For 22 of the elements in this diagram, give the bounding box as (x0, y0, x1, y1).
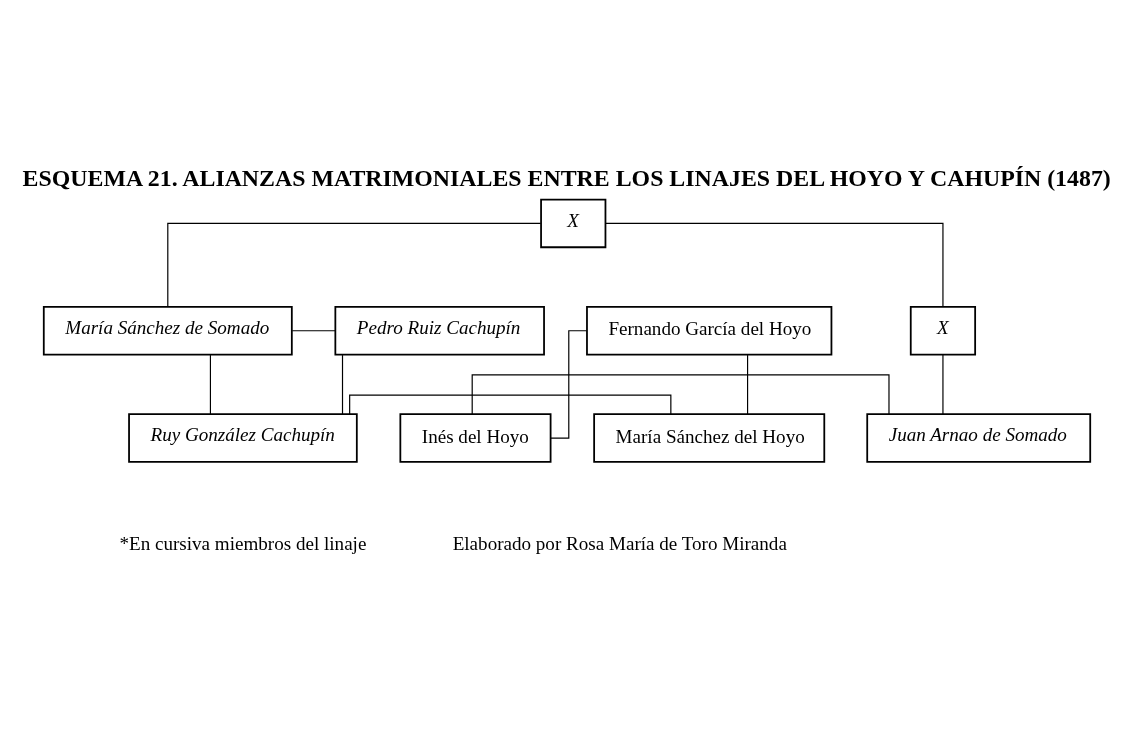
connector (291, 330, 336, 332)
label: *En cursiva miembros del linaje (119, 532, 367, 554)
connector (209, 354, 212, 415)
node-box: Ruy González Cachupín (128, 413, 358, 463)
node-box: X (540, 198, 607, 249)
diagram-title: ESQUEMA 21. ALIANZAS MATRIMONIALES ENTRE LOS LINAJES DEL HOYO Y CAHUPÍN (1487) (22, 165, 1111, 192)
connector (167, 222, 542, 307)
connector (349, 394, 672, 415)
connector (942, 354, 944, 415)
node-box: Juan Arnao de Somado (866, 413, 1092, 463)
label: Elaborado por Rosa María de Toro Miranda (452, 532, 787, 554)
connector (471, 374, 890, 415)
node-box: X (909, 305, 977, 356)
node-box: María Sánchez del Hoyo (593, 413, 826, 463)
node-box: Fernando García del Hoyo (586, 305, 833, 356)
connector (746, 354, 749, 415)
connector (550, 330, 588, 439)
node-box: Pedro Ruiz Cachupín (334, 305, 545, 356)
node-box: Inés del Hoyo (399, 413, 552, 463)
node-box: María Sánchez de Somado (42, 305, 293, 356)
connector (605, 222, 944, 307)
connector (341, 354, 344, 415)
